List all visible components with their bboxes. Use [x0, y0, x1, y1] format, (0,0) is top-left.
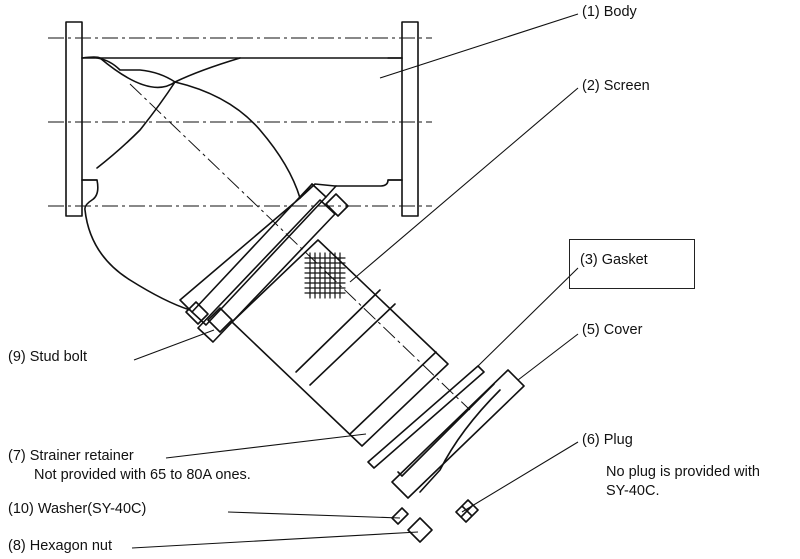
leader-washer	[227, 511, 401, 519]
gasket	[367, 365, 485, 469]
label-cover: (5) Cover	[582, 322, 643, 338]
screen	[231, 239, 449, 447]
label-gasket: (3) Gasket	[569, 239, 695, 289]
label-plug: (6) Plug	[582, 432, 633, 448]
body-bore-top	[96, 57, 176, 83]
washer	[391, 507, 409, 525]
strainer-retainer	[197, 199, 336, 343]
leader-hexagon-nut	[131, 531, 419, 549]
body-bonnet-flange	[179, 183, 337, 326]
label-screen: (2) Screen	[582, 78, 650, 94]
body-right-flange	[387, 21, 419, 217]
label-body: (1) Body	[582, 4, 637, 20]
leader-body	[379, 13, 579, 79]
stud-bolt	[185, 301, 233, 333]
body-left-flange	[65, 21, 98, 217]
body-partition	[96, 57, 301, 199]
leader-strainer-retainer	[165, 433, 367, 459]
leader-screen	[349, 87, 579, 283]
leader-gasket	[477, 267, 579, 367]
retainer-note: Not provided with 65 to 80A ones.	[34, 467, 251, 483]
label-washer: (10) Washer(SY-40C)	[8, 501, 147, 517]
label-stud-bolt: (9) Stud bolt	[8, 349, 87, 365]
label-strainer-retainer: (7) Strainer retainer	[8, 448, 134, 464]
centerline-diagonal	[129, 83, 471, 411]
stud-bolt-top	[325, 193, 349, 217]
plug	[455, 499, 479, 523]
body-shell	[81, 56, 403, 311]
plug-note-line-2: SY-40C.	[606, 483, 660, 499]
plug-note-line-1: No plug is provided with	[606, 464, 760, 480]
leader-cover	[517, 333, 579, 381]
cover	[391, 369, 525, 499]
leader-plug	[461, 441, 579, 513]
label-hexagon-nut: (8) Hexagon nut	[8, 538, 112, 554]
hexagon-nut	[407, 517, 433, 543]
leader-stud-bolt	[133, 329, 215, 361]
